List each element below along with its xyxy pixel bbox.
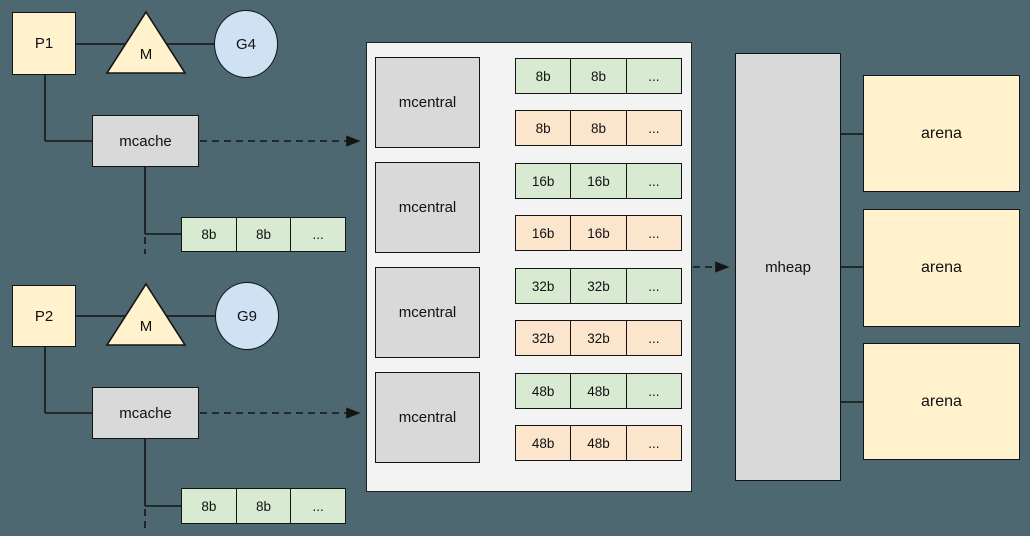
span-cell-more: ... [625,111,681,145]
span-cell-more: ... [625,59,681,93]
span-cell: 32b [516,269,571,303]
arena-2-label: arena [921,259,962,276]
span-cell: 16b [516,164,571,198]
mcentral-box-48b: mcentral [375,372,480,463]
mheap-label: mheap [765,258,811,276]
mcache-2-label: mcache [119,404,172,422]
span-cell-more: ... [625,426,681,460]
mcentral-48b-free-row: 48b 48b ... [515,373,682,409]
mcentral-32b-free-row: 32b 32b ... [515,268,682,304]
processor-p1-box: P1 [12,12,76,75]
arena-3-label: arena [921,392,962,410]
mcache-1-span-row: 8b 8b ... [181,217,346,252]
span-cell: 8b [516,59,571,93]
span-cell: 8b [570,111,626,145]
machine-m1-label: M [139,45,153,63]
span-cell-more: ... [625,164,681,198]
span-cell-more: ... [625,269,681,303]
mcentral-32b-label: mcentral [398,304,457,321]
goroutine-g4-circle: G4 [214,10,278,78]
mcentral-8b-free-row: 8b 8b ... [515,58,682,94]
span-cell-more: ... [625,216,681,250]
mcache-box-1: mcache [92,115,199,167]
span-cell: 16b [516,216,571,250]
mcentral-8b-label: mcentral [398,94,457,111]
processor-p1-label: P1 [34,35,54,52]
span-cell: 32b [570,269,626,303]
mcentral-box-16b: mcentral [375,162,480,253]
span-cell: 8b [182,489,236,523]
machine-m2-label: M [139,317,153,335]
mcentral-box-32b: mcentral [375,267,480,358]
span-cell: 16b [570,216,626,250]
span-cell: 16b [570,164,626,198]
mcentral-32b-used-row: 32b 32b ... [515,320,682,356]
mcentral-48b-used-row: 48b 48b ... [515,425,682,461]
span-cell: 8b [235,489,291,523]
span-cell: 8b [516,111,571,145]
span-cell: 32b [516,321,571,355]
span-cell-more: ... [625,321,681,355]
mcentral-48b-label: mcentral [398,409,457,426]
mcentral-16b-used-row: 16b 16b ... [515,215,682,251]
machine-triangle-2 [105,282,187,346]
arena-box-2: arena [863,209,1020,327]
goroutine-g9-label: G9 [236,307,257,325]
goroutine-g4-label: G4 [235,35,256,53]
span-cell: 8b [570,59,626,93]
span-cell-more: ... [625,374,681,408]
mcentral-8b-used-row: 8b 8b ... [515,110,682,146]
span-cell-more: ... [290,218,346,251]
mcentral-box-8b: mcentral [375,57,480,148]
span-cell: 8b [235,218,291,251]
mcache-box-2: mcache [92,387,199,439]
span-cell: 8b [182,218,236,251]
arena-box-3: arena [863,343,1020,460]
processor-p2-box: P2 [12,285,76,347]
mcentral-16b-free-row: 16b 16b ... [515,163,682,199]
arena-box-1: arena [863,75,1020,192]
span-cell: 48b [570,426,626,460]
mheap-box: mheap [735,53,841,481]
arena-1-label: arena [921,124,962,142]
span-cell: 48b [570,374,626,408]
span-cell-more: ... [290,489,346,523]
span-cell: 48b [516,426,571,460]
mcache-1-label: mcache [119,132,172,150]
mcache-2-span-row: 8b 8b ... [181,488,346,524]
processor-p2-label: P2 [34,307,54,325]
span-cell: 32b [570,321,626,355]
mcentral-16b-label: mcentral [398,199,457,216]
span-cell: 48b [516,374,571,408]
goroutine-g9-circle: G9 [215,282,279,350]
machine-triangle-1 [105,10,187,74]
